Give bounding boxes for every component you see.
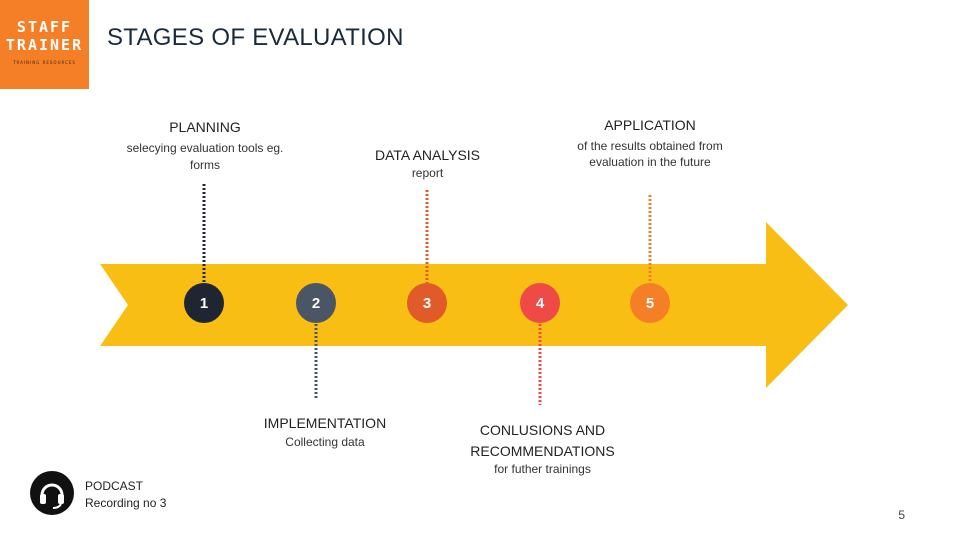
stage-3-circle: 3 [407,283,447,323]
podcast-label: PODCAST [85,479,144,493]
logo-line1: STAFF [16,18,73,36]
stage-4-circle: 4 [520,283,560,323]
stage-2-heading: IMPLEMENTATION [263,415,387,431]
stage-4-heading: CONLUSIONS AND RECOMMENDATIONS [470,422,615,459]
stage-5-detail: of the results obtained from evaluation … [577,139,723,169]
stage-2-circle: 2 [296,283,336,323]
logo-tagline: TRAINING RESOURCES [13,60,76,65]
stage-5-heading: APPLICATION [604,117,696,133]
stage-3-detail: report [411,166,444,180]
stage-4-detail: for futher trainings [494,462,591,476]
stage-1-detail: selecying evaluation tools eg. forms [126,141,284,172]
staff-trainer-logo: STAFF TRAINER TRAINING RESOURCES [0,0,89,89]
stage-1-heading: PLANNING [169,119,241,135]
podcast-recording: Recording no 3 [85,496,167,510]
stage-1-circle: 1 [184,283,224,323]
page-number: 5 [898,508,905,522]
logo-line2: TRAINER [5,36,84,54]
stage-2-detail: Collecting data [285,435,365,449]
stage-3-heading: DATA ANALYSIS [374,147,481,163]
timeline-arrow-shape [100,222,848,388]
page-title: STAGES OF EVALUATION [107,24,404,51]
stage-5-circle: 5 [630,283,670,323]
headset-icon [30,471,74,515]
